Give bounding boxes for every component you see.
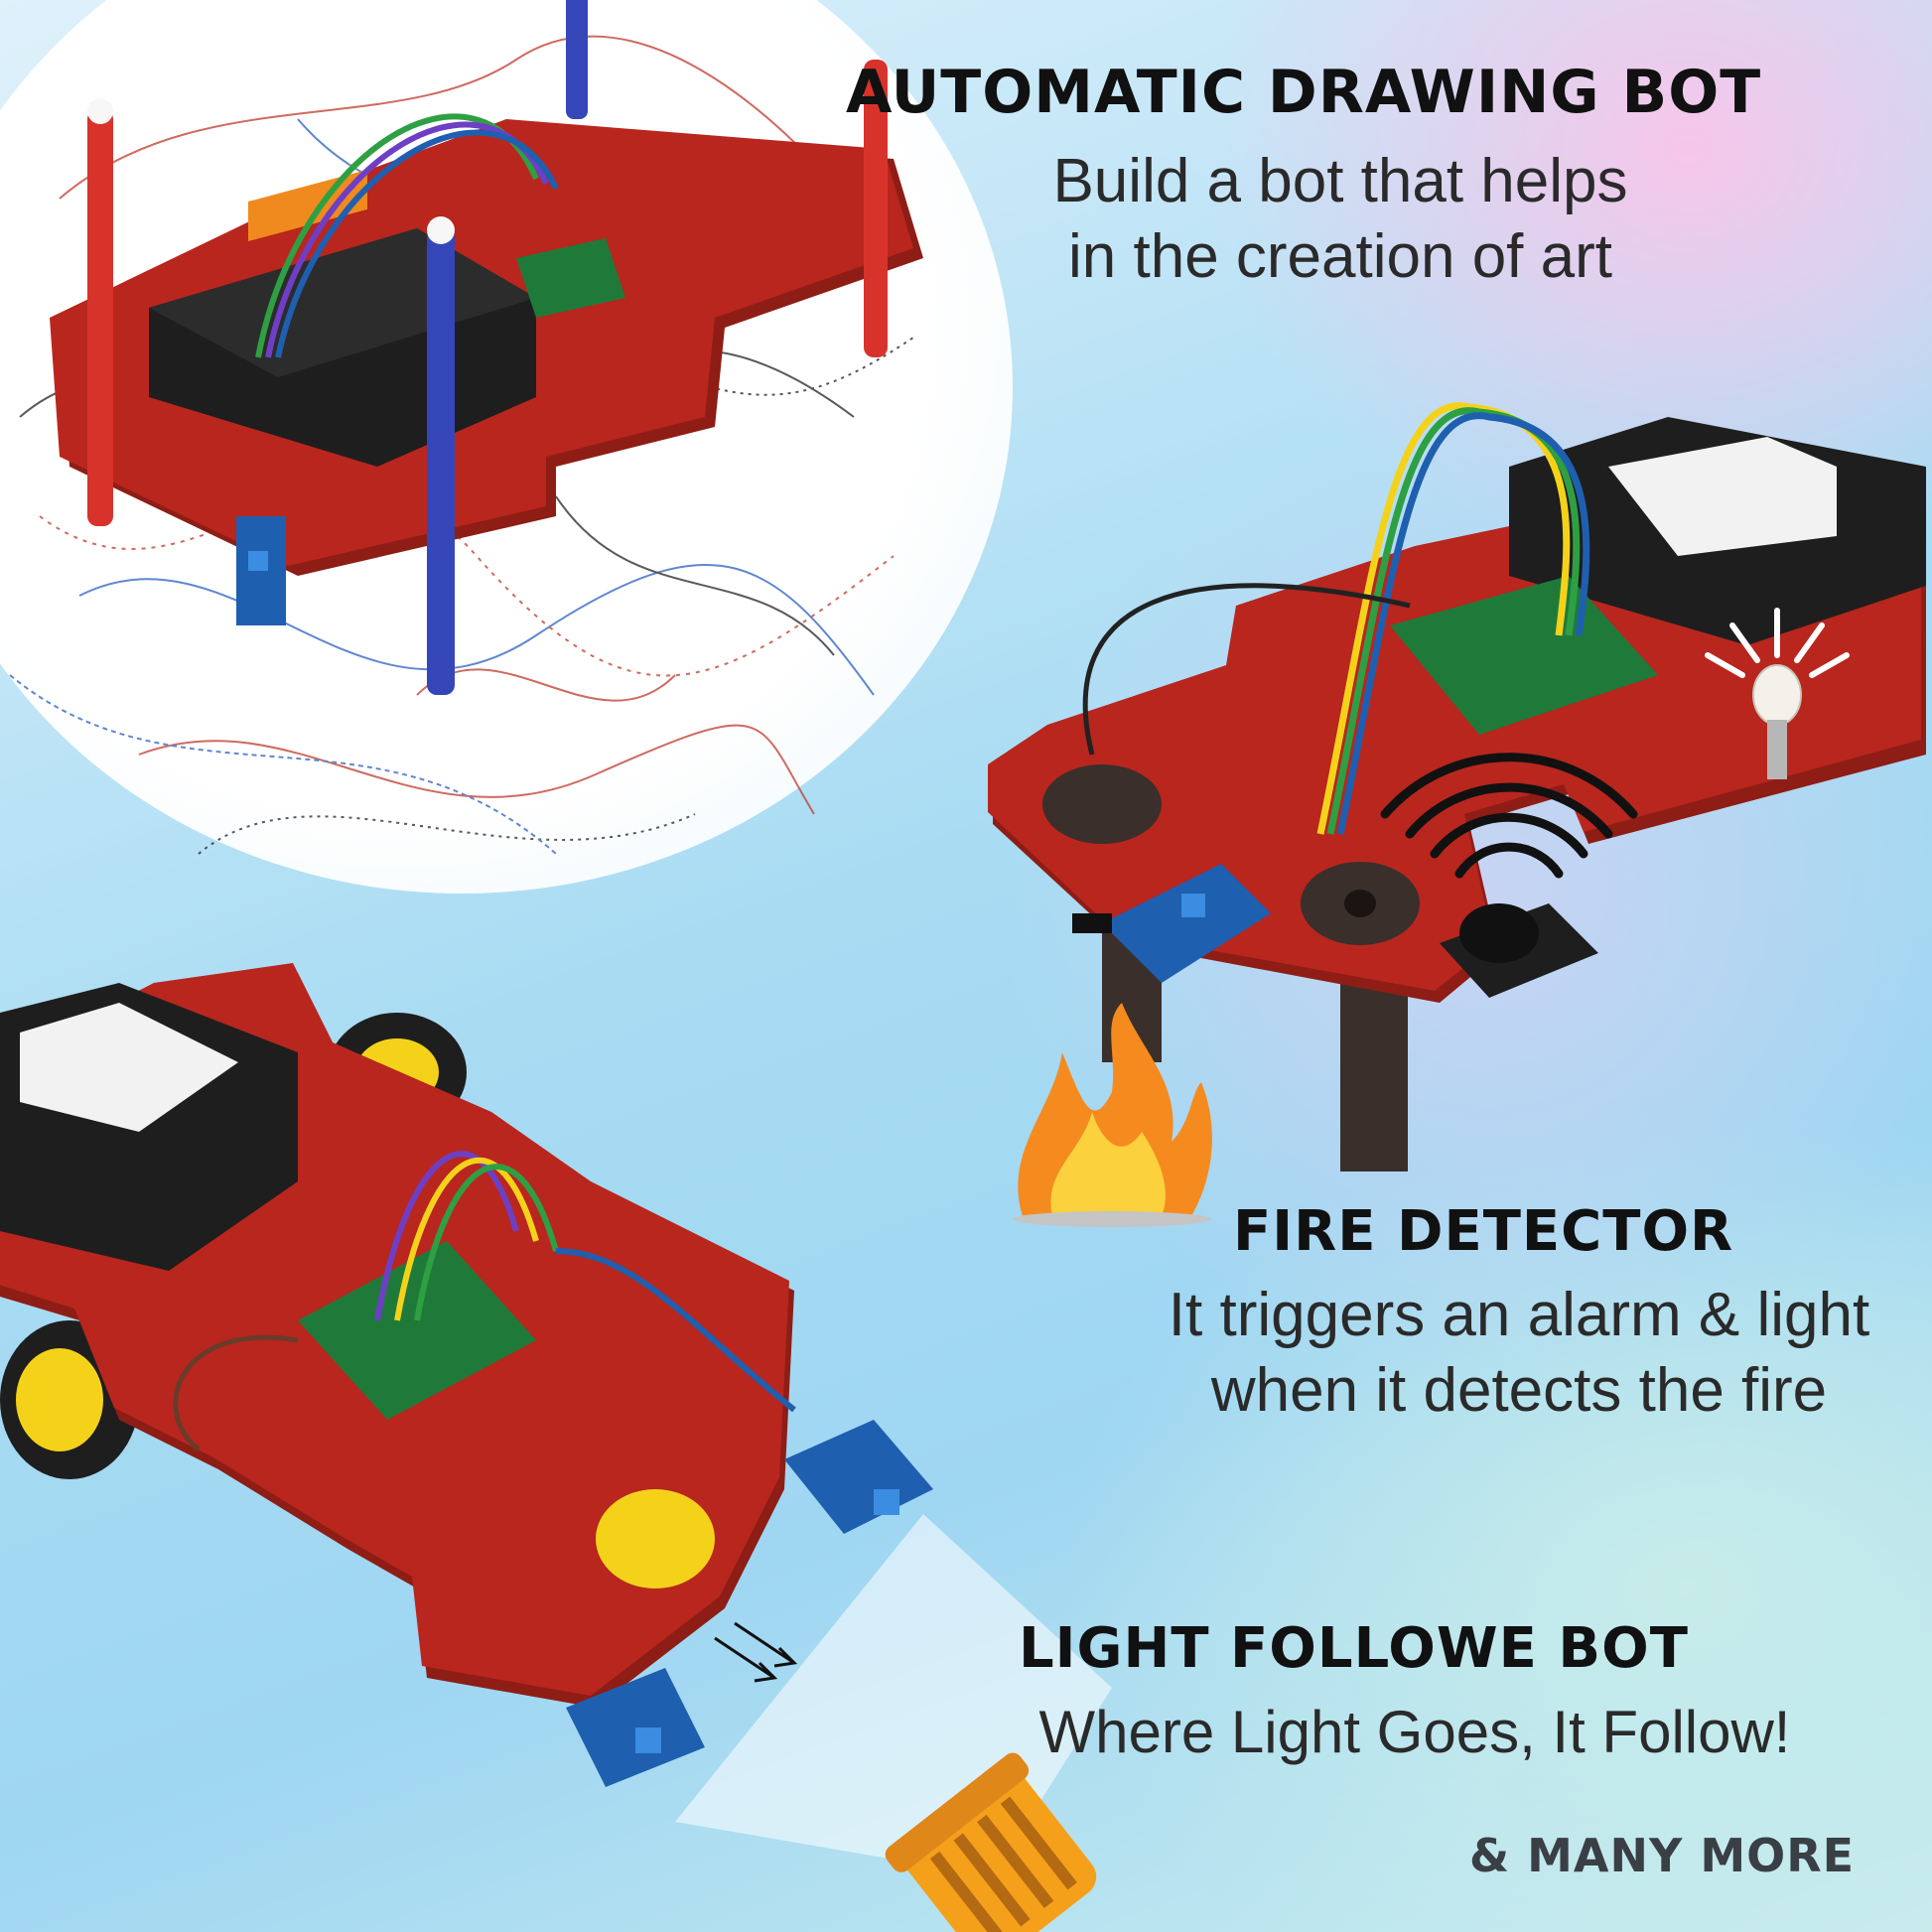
many-more-label: & MANY MORE: [1469, 1829, 1856, 1882]
light-follower-desc-line: Where Light Goes, It Follow!: [1038, 1699, 1791, 1765]
flame-icon: [1013, 1003, 1212, 1227]
drawing-bot: [50, 0, 923, 695]
sound-wave-icon: [1380, 753, 1638, 879]
light-follower-description: Where Light Goes, It Follow!: [993, 1698, 1837, 1766]
drawing-bot-title: AUTOMATIC DRAWING BOT: [846, 58, 1762, 127]
light-follower-title: LIGHT FOLLOWE BOT: [1019, 1616, 1689, 1681]
fire-detector-desc-line: It triggers an alarm & light: [1168, 1281, 1870, 1349]
fire-detector-desc-line: when it detects the fire: [1210, 1356, 1828, 1425]
fire-detector-description: It triggers an alarm & light when it det…: [1132, 1278, 1906, 1429]
drawing-bot-desc-line: in the creation of art: [1068, 222, 1612, 291]
fire-detector-title: FIRE DETECTOR: [1233, 1199, 1734, 1264]
led-light-icon: [1705, 608, 1850, 678]
drawing-bot-description: Build a bot that helps in the creation o…: [1003, 144, 1678, 295]
light-follower-bot: [0, 963, 933, 1787]
drawing-bot-desc-line: Build a bot that helps: [1052, 147, 1628, 215]
flashlight-icon: [885, 1752, 1097, 1932]
